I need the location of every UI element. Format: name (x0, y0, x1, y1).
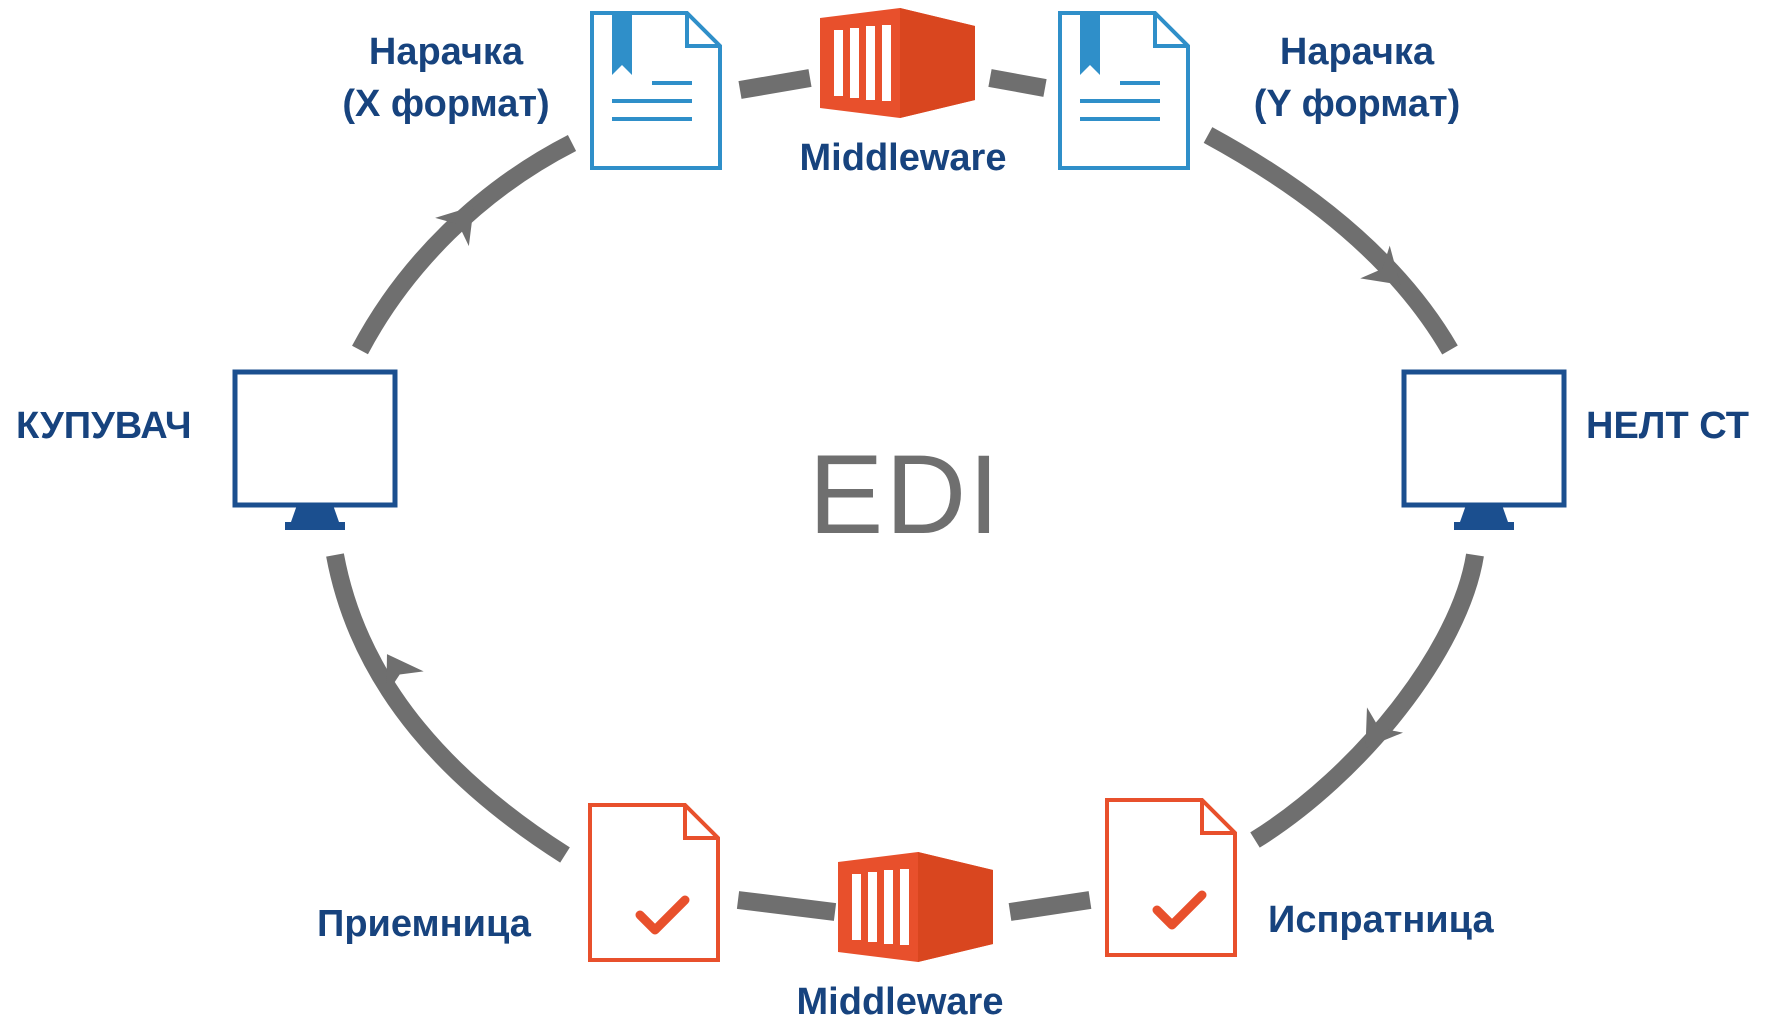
seller-label: НЕЛТ СТ (1586, 405, 1749, 447)
order-y-document-icon (1058, 11, 1190, 170)
flow-connectors (326, 69, 1484, 921)
connector-middleware-top-to-order-y (988, 69, 1047, 97)
connector-middleware-bottom-to-receipt (736, 891, 837, 921)
connector-buyer-to-order-x (352, 134, 577, 355)
connector-receipt-to-buyer (326, 553, 570, 863)
connector-order-x-to-middleware-top (738, 69, 812, 99)
dispatch-document-icon (1107, 800, 1235, 955)
dispatch-label: Испратница (1268, 899, 1494, 941)
buyer-monitor-icon (235, 372, 395, 530)
receipt-document-icon (590, 805, 718, 960)
order-x-label-line2: (X формат) (342, 83, 550, 125)
receipt-label: Приемница (317, 903, 531, 945)
order-x-label: Нарачка (X формат) (342, 26, 549, 130)
seller-monitor-icon (1404, 372, 1564, 530)
buyer-label: КУПУВАЧ (16, 405, 192, 447)
middleware-top-container-icon (820, 8, 975, 118)
order-y-label-line2: (Y формат) (1253, 83, 1461, 125)
edi-center-text: EDI (808, 432, 1002, 557)
order-y-label-line1: Нарачка (1279, 31, 1435, 73)
order-x-document-icon (590, 11, 722, 170)
middleware-bottom-container-icon (838, 852, 993, 962)
connector-seller-to-dispatch (1250, 553, 1484, 848)
connector-order-y-to-seller (1203, 127, 1458, 355)
middleware-top-label: Middleware (799, 137, 1007, 179)
middleware-bottom-label: Middleware (796, 981, 1004, 1023)
connector-dispatch-to-middleware-bottom (1008, 891, 1092, 921)
order-x-label-line1: Нарачка (368, 31, 524, 73)
order-y-label: Нарачка (Y формат) (1254, 26, 1461, 130)
